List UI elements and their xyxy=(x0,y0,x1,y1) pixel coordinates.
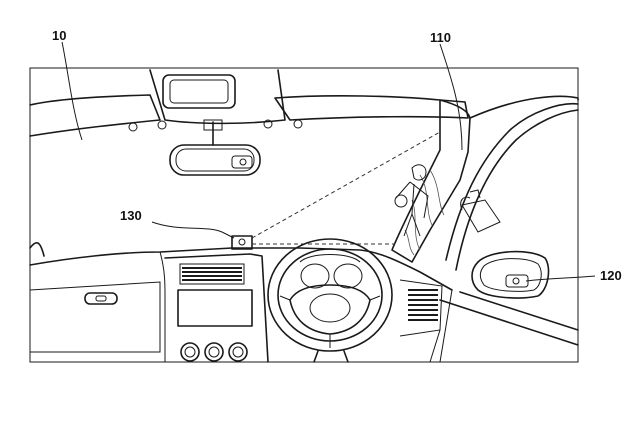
dashboard-cowl xyxy=(159,251,166,362)
label-pillar-display-110: 110 xyxy=(430,30,451,45)
center-vent-frame xyxy=(179,263,245,285)
climate-knob-1-inner xyxy=(184,346,196,358)
camera-130-lens xyxy=(238,238,246,246)
steering-wheel-hub xyxy=(289,284,371,335)
climate-knob-1 xyxy=(180,342,200,362)
visor-clip-right-1 xyxy=(263,119,273,129)
glovebox-handle-inner xyxy=(95,295,107,302)
roof-trim-right xyxy=(274,95,469,121)
steering-wheel-center xyxy=(309,293,351,323)
visor-clip-left-2 xyxy=(157,120,167,130)
gauge-right xyxy=(333,263,363,289)
glovebox-handle xyxy=(84,292,118,305)
steering-wheel-spokes xyxy=(279,295,381,348)
rear-view-mirror-glass xyxy=(175,148,255,172)
overhead-light xyxy=(162,74,236,109)
view-frame xyxy=(29,67,579,363)
door-lower-line xyxy=(439,299,579,346)
label-side-mirror-120: 120 xyxy=(600,268,622,283)
side-mirror-glass xyxy=(479,258,542,292)
glovebox-line xyxy=(29,281,161,353)
climate-knob-2 xyxy=(204,342,224,362)
mirror-mount xyxy=(203,119,223,131)
leader-130 xyxy=(151,221,235,239)
leader-120 xyxy=(525,275,596,282)
gauge-left xyxy=(300,263,330,289)
camera-sightline-upper xyxy=(251,131,441,239)
a-pillar xyxy=(391,99,471,263)
leader-10 xyxy=(61,41,83,141)
visor-clip-left-1 xyxy=(128,122,138,132)
climate-knob-3-inner xyxy=(232,346,244,358)
center-display xyxy=(177,289,253,327)
climate-knob-2-inner xyxy=(208,346,220,358)
dashboard-left-edge xyxy=(29,242,45,257)
pedestrian-hand xyxy=(394,194,408,208)
door-belt-line xyxy=(459,291,579,331)
dashboard-top xyxy=(29,247,453,291)
climate-knob-3 xyxy=(228,342,248,362)
center-console xyxy=(164,253,269,363)
roof-trim-left xyxy=(29,94,161,137)
rear-view-mirror xyxy=(169,144,261,176)
visor-clip-right-2 xyxy=(293,119,303,129)
door-window-frame xyxy=(445,95,579,261)
outside-object-2 xyxy=(460,196,471,211)
leader-110 xyxy=(439,43,463,151)
mirror-camera-lens xyxy=(239,158,247,166)
side-mirror-camera-lens xyxy=(512,277,520,285)
right-dash-panel xyxy=(399,279,453,363)
mirror-camera-box xyxy=(231,155,253,169)
instrument-cluster xyxy=(299,254,361,263)
roof-center xyxy=(149,69,286,125)
label-windshield-10: 10 xyxy=(52,28,66,43)
center-vent-slats xyxy=(182,267,242,281)
overhead-light-inner xyxy=(169,79,229,104)
door-window-inner xyxy=(455,109,579,271)
steering-column xyxy=(313,350,349,363)
camera-130 xyxy=(231,235,253,250)
label-camera-130: 130 xyxy=(120,208,142,223)
steering-wheel-outer xyxy=(267,238,393,352)
pedestrian-figure xyxy=(395,164,429,237)
right-vent xyxy=(408,289,438,321)
outside-object xyxy=(461,189,501,233)
